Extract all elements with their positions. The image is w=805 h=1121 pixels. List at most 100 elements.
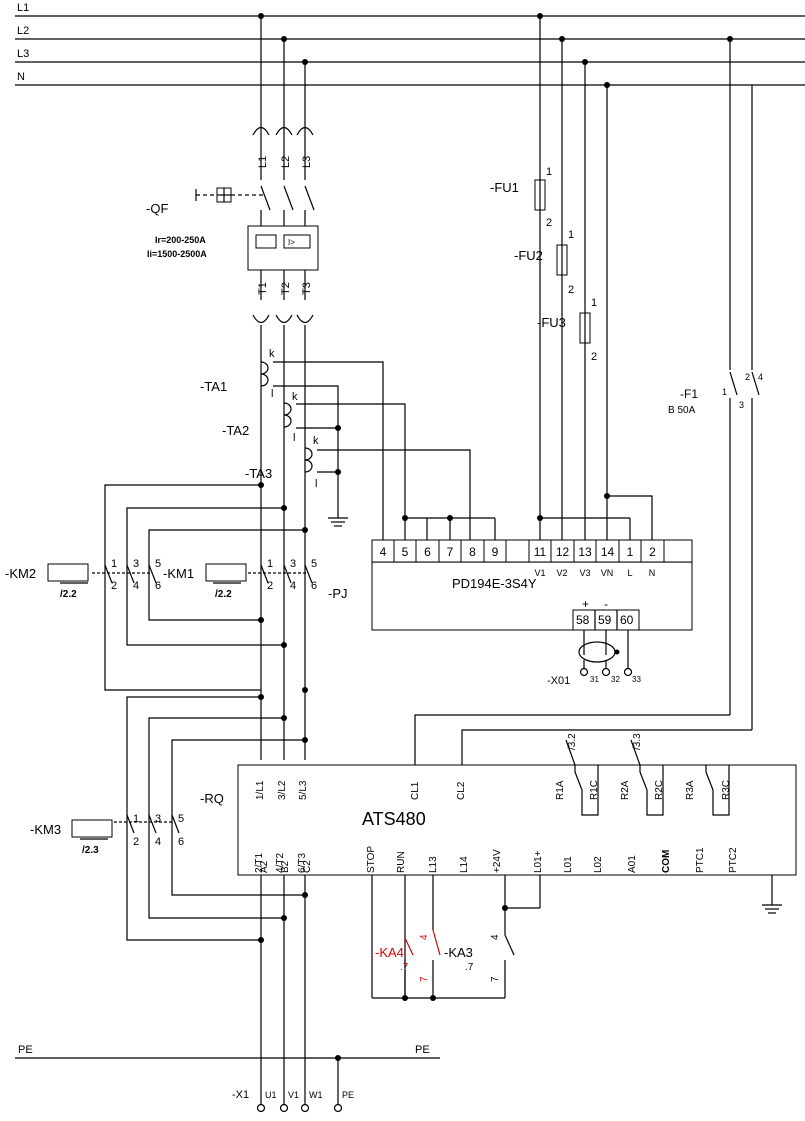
ats-top-terminal: R3A xyxy=(685,780,696,800)
meter-terminal: 9 xyxy=(492,545,499,559)
ta3-k: k xyxy=(313,435,319,447)
ats-top-terminal: R1C xyxy=(589,780,600,800)
ka3-n4: 4 xyxy=(419,934,430,940)
pj-tag: -PJ xyxy=(328,586,348,601)
meter-terminal: 8 xyxy=(469,545,476,559)
qf-term-t1: T1 xyxy=(257,282,269,295)
fu2-n1: 1 xyxy=(568,229,574,241)
meter-wiring xyxy=(402,493,653,545)
ta1-l: l xyxy=(271,388,273,400)
ta3-tag: -TA3 xyxy=(245,466,272,481)
ats480-softstarter xyxy=(237,764,797,914)
ats-bottom-terminal: L01+ xyxy=(533,850,544,873)
f1-t1: 1 xyxy=(722,387,727,397)
km3-n5: 5 xyxy=(178,813,184,825)
fu3-n1: 1 xyxy=(591,297,597,309)
km2-tag: -KM2 xyxy=(5,566,36,581)
meter-terminal: 1 xyxy=(627,545,634,559)
km2-n4: 4 xyxy=(133,580,139,592)
km1-n4: 4 xyxy=(290,580,296,592)
km2-n2: 2 xyxy=(111,580,117,592)
x1-tag: -X1 xyxy=(232,1089,249,1101)
fu2-n2: 2 xyxy=(568,284,574,296)
km3-tag: -KM3 xyxy=(30,822,61,837)
km3-ref: /2.3 xyxy=(82,845,99,856)
km3-n4: 4 xyxy=(155,836,161,848)
fuse-branch xyxy=(534,13,610,545)
meter-out-58: 58 xyxy=(576,613,590,627)
fu2-tag: -FU2 xyxy=(514,248,543,263)
ta1-tag: -TA1 xyxy=(200,379,227,394)
meter-terminal: 12 xyxy=(556,545,570,559)
km3-n6: 6 xyxy=(178,836,184,848)
meter-terminal: 5 xyxy=(402,545,409,559)
ats-bottom-terminal: L02 xyxy=(593,856,604,873)
ats-bottom-terminal: B2 xyxy=(280,860,291,873)
km1-n1: 1 xyxy=(267,558,273,570)
ats-top-terminal: 1/L1 xyxy=(255,780,266,800)
f1-t4: 4 xyxy=(758,372,763,382)
f1-rating: B 50A xyxy=(668,405,696,416)
qf-term-l2: L2 xyxy=(280,156,292,168)
ta1-k: k xyxy=(269,348,275,360)
x1-pe: PE xyxy=(342,1090,354,1100)
ats-top-terminal: 3/L2 xyxy=(277,780,288,800)
pe-bus xyxy=(15,1055,440,1113)
x01-31: 31 xyxy=(590,675,599,684)
ats-bottom-terminal: PTC2 xyxy=(728,847,739,873)
ats-bypass-wiring xyxy=(71,694,308,1105)
km2-n5: 5 xyxy=(155,558,161,570)
km1-n6: 6 xyxy=(311,580,317,592)
meter-sub-label: N xyxy=(649,568,656,578)
meter-terminal: 6 xyxy=(424,545,431,559)
meter-plus: + xyxy=(582,597,589,611)
km2-n1: 1 xyxy=(111,558,117,570)
bus-label-n: N xyxy=(17,71,25,83)
ka3-ref: .7 xyxy=(465,962,474,973)
lower-phase-wires xyxy=(252,314,314,760)
qf-relay-label: I> xyxy=(288,238,295,247)
f1-branch xyxy=(414,36,760,765)
meter-terminal: 11 xyxy=(534,545,547,559)
qf-term-t3: T3 xyxy=(301,282,313,295)
ats-control-wiring xyxy=(371,875,541,1001)
fu3-tag: -FU3 xyxy=(537,315,566,330)
ka-n7: 7 xyxy=(490,976,501,982)
km1-ref: /2.2 xyxy=(215,589,232,600)
meter-name: PD194E-3S4Y xyxy=(452,576,537,591)
meter-sub-label: V2 xyxy=(556,568,567,578)
ka3-n7: 7 xyxy=(419,976,430,982)
ats-top-terminal: R1A xyxy=(555,780,566,800)
ats-ref-2: /3.3 xyxy=(632,733,643,750)
meter-terminal: 14 xyxy=(601,545,615,559)
x1-w1: W1 xyxy=(309,1090,323,1100)
qf-ii: Ii=1500-2500A xyxy=(147,249,207,259)
meter-out-60: 60 xyxy=(620,613,634,627)
ats-top-terminal: CL1 xyxy=(410,781,421,800)
ta2-tag: -TA2 xyxy=(222,423,249,438)
ats-top-terminal: R2C xyxy=(654,780,665,800)
ta3-l: l xyxy=(315,478,317,490)
ats-bottom-terminal: C2 xyxy=(302,860,313,873)
qf-trip-unit xyxy=(247,225,319,300)
km3-n2: 2 xyxy=(133,836,139,848)
meter-out-59: 59 xyxy=(598,613,612,627)
ats-bottom-terminal: A01 xyxy=(627,855,638,873)
x01-tag: -X01 xyxy=(547,675,570,687)
meter-sub-label: V1 xyxy=(534,568,545,578)
meter-terminal: 4 xyxy=(380,545,387,559)
km1-n3: 3 xyxy=(290,558,296,570)
pe-left: PE xyxy=(18,1044,33,1056)
meter-sub-label: VN xyxy=(601,568,614,578)
meter-terminal: 2 xyxy=(649,545,656,559)
x01-32: 32 xyxy=(611,675,620,684)
ats-top-terminal: CL2 xyxy=(456,781,467,800)
x01-33: 33 xyxy=(632,675,641,684)
bus-label-l3: L3 xyxy=(17,48,29,60)
ats-bottom-terminal: A2 xyxy=(259,860,270,873)
power-buses: L1 L2 L3 N xyxy=(15,2,805,86)
km1-n5: 5 xyxy=(311,558,317,570)
meter-sub-label: L xyxy=(627,568,632,578)
